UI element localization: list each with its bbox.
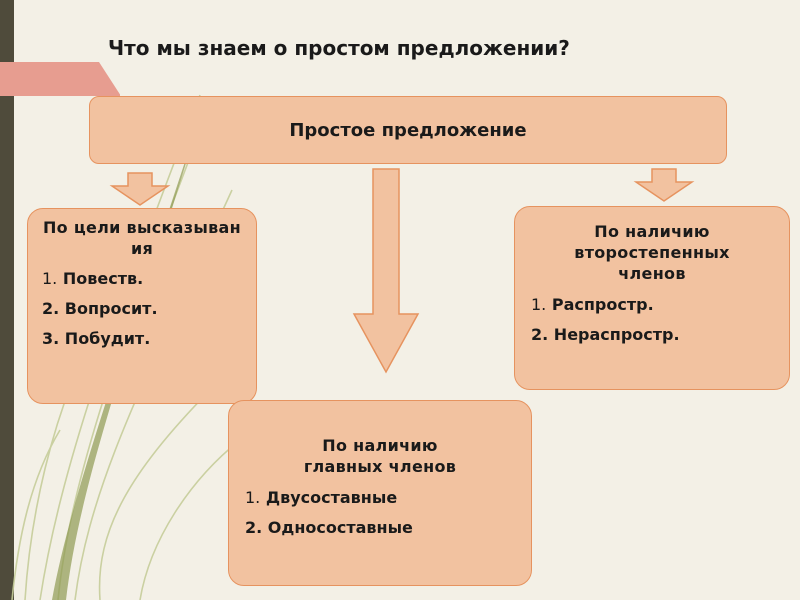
goal-category-list: 1. Повеств. 2. Вопросит. 3. Побудит. [28, 264, 256, 354]
slide-title: Что мы знаем о простом предложении? [108, 36, 570, 60]
list-item: 1. Повеств. [42, 269, 144, 288]
major-members-heading-line1: По наличию [322, 436, 438, 455]
arrow-down-center-icon [352, 168, 420, 374]
secondary-members-heading-line3: членов [618, 264, 686, 283]
major-members-box: По наличию главных членов 1. Двусоставны… [228, 400, 532, 586]
arrow-down-left-icon [109, 172, 171, 206]
secondary-members-heading-line2: второстепенных [574, 243, 730, 262]
major-members-list: 1. Двусоставные 2. Односоставные [229, 483, 531, 543]
slide-sidebar [0, 0, 14, 600]
goal-category-heading: По цели высказывания [42, 218, 242, 258]
major-members-heading-line2: главных членов [303, 457, 457, 476]
list-item: 2. Нераспростр. [531, 325, 680, 344]
accent-tab [0, 62, 121, 96]
secondary-members-box: По наличию второстепенных членов 1. Расп… [514, 206, 790, 390]
list-item: 2. Вопросит. [42, 299, 158, 318]
list-item: 1. Распростр. [531, 295, 654, 314]
list-item: 2. Односоставные [245, 518, 413, 537]
main-concept-label: Простое предложение [289, 119, 527, 141]
secondary-members-heading-line1: По наличию [594, 222, 710, 241]
arrow-down-right-icon [633, 168, 695, 202]
goal-category-box: По цели высказывания 1. Повеств. 2. Вопр… [27, 208, 257, 404]
list-item: 1. Двусоставные [245, 488, 398, 507]
list-item: 3. Побудит. [42, 329, 151, 348]
secondary-members-list: 1. Распростр. 2. Нераспростр. [515, 290, 789, 350]
main-concept-box: Простое предложение [89, 96, 727, 164]
